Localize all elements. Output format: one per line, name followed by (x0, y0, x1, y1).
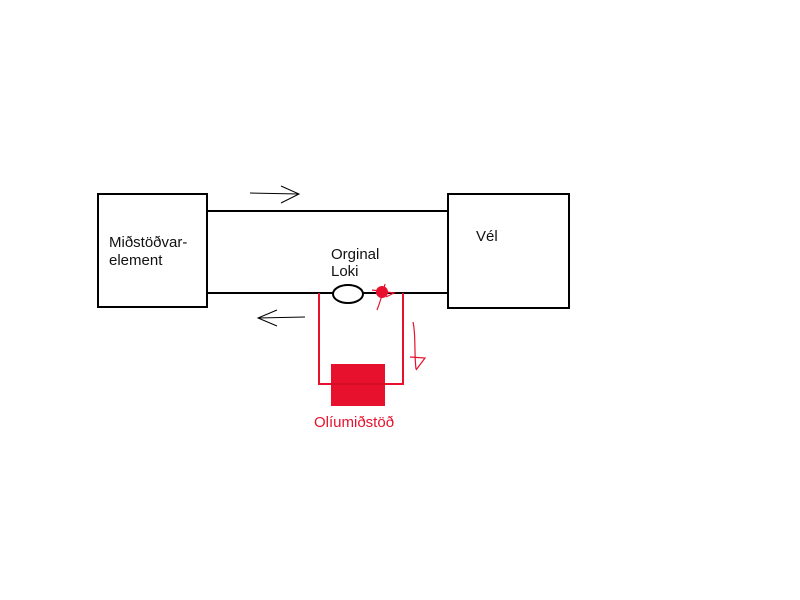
engine-box (447, 193, 570, 309)
oil-heater-label: Olíumiðstöð (314, 414, 394, 431)
heater-element-label-line1: Miðstöðvar- (109, 234, 187, 251)
valve-label-line1: Orginal (331, 246, 379, 263)
heater-element-label-line2: element (109, 252, 163, 269)
valve-ellipse-icon (332, 284, 364, 304)
valve-label-line2: Loki (331, 263, 359, 280)
arrow-down-icon (409, 321, 427, 371)
pump-dot-icon (371, 283, 397, 311)
oil-heater-box (331, 364, 385, 406)
arrow-left-icon (256, 309, 306, 327)
engine-label: Vél (476, 228, 498, 245)
heater-element-box (97, 193, 208, 308)
arrow-right-icon (249, 185, 301, 204)
